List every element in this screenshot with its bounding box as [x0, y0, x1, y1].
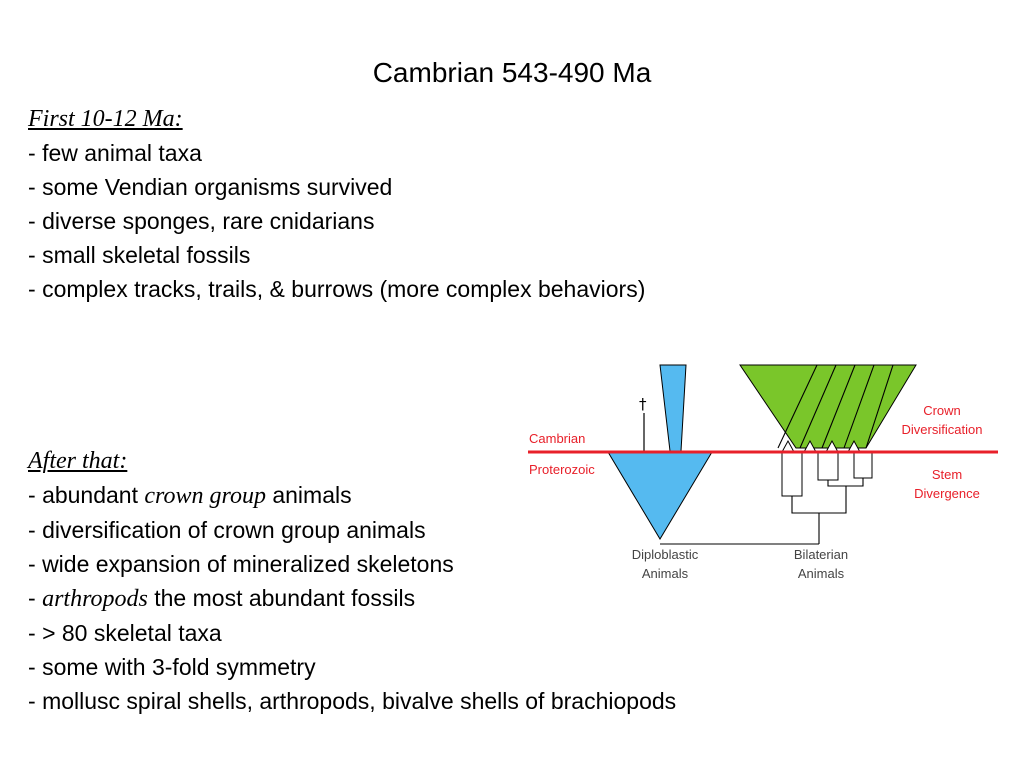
diploblastic-animals-label: Animals [642, 566, 689, 581]
section-heading: After that: [28, 448, 128, 474]
list-item: - arthropods the most abundant fossils [28, 585, 416, 612]
stem-label: Stem [932, 467, 962, 482]
section-after: After that: - abundant crown group anima… [28, 444, 676, 718]
list-item: - some with 3-fold symmetry [28, 654, 316, 680]
list-item: - abundant crown group animals [28, 482, 352, 509]
diploblastic-label: Diploblastic [632, 547, 699, 562]
list-item: - small skeletal fossils [28, 242, 251, 268]
crown-branch-lines [777, 364, 894, 449]
list-item: - diversification of crown group animals [28, 517, 426, 543]
crown-label: Crown [923, 403, 961, 418]
crown-notches [781, 439, 861, 453]
page-title: Cambrian 543-490 Ma [372, 57, 652, 88]
cambrian-label: Cambrian [529, 431, 585, 446]
diversification-label: Diversification [902, 422, 983, 437]
list-item: - mollusc spiral shells, arthropods, biv… [28, 688, 677, 714]
list-item: - wide expansion of mineralized skeleton… [28, 551, 454, 577]
list-item: - > 80 skeletal taxa [28, 620, 222, 646]
section-first-period: First 10-12 Ma: - few animal taxa - some… [28, 102, 645, 306]
divergence-label: Divergence [914, 486, 980, 501]
extinct-dagger-icon: † [639, 395, 647, 413]
list-item: - diverse sponges, rare cnidarians [28, 208, 375, 234]
phylogeny-diagram: † Cambrian Proterozoic Crown Diversifica… [528, 364, 998, 581]
stem-connectors [660, 478, 864, 545]
list-item: - few animal taxa [28, 140, 202, 166]
stem-lineages [781, 451, 873, 497]
section-heading: First 10-12 Ma: [28, 106, 183, 132]
proterozoic-label: Proterozoic [529, 462, 595, 477]
list-item: - some Vendian organisms survived [28, 174, 393, 200]
bilaterian-label: Bilaterian [794, 547, 848, 562]
list-item: - complex tracks, trails, & burrows (mor… [28, 276, 646, 302]
diploblast-triangle [607, 451, 713, 540]
bilaterian-animals-label: Animals [798, 566, 845, 581]
diploblast-spike [659, 364, 687, 452]
crown-fan [739, 364, 917, 449]
